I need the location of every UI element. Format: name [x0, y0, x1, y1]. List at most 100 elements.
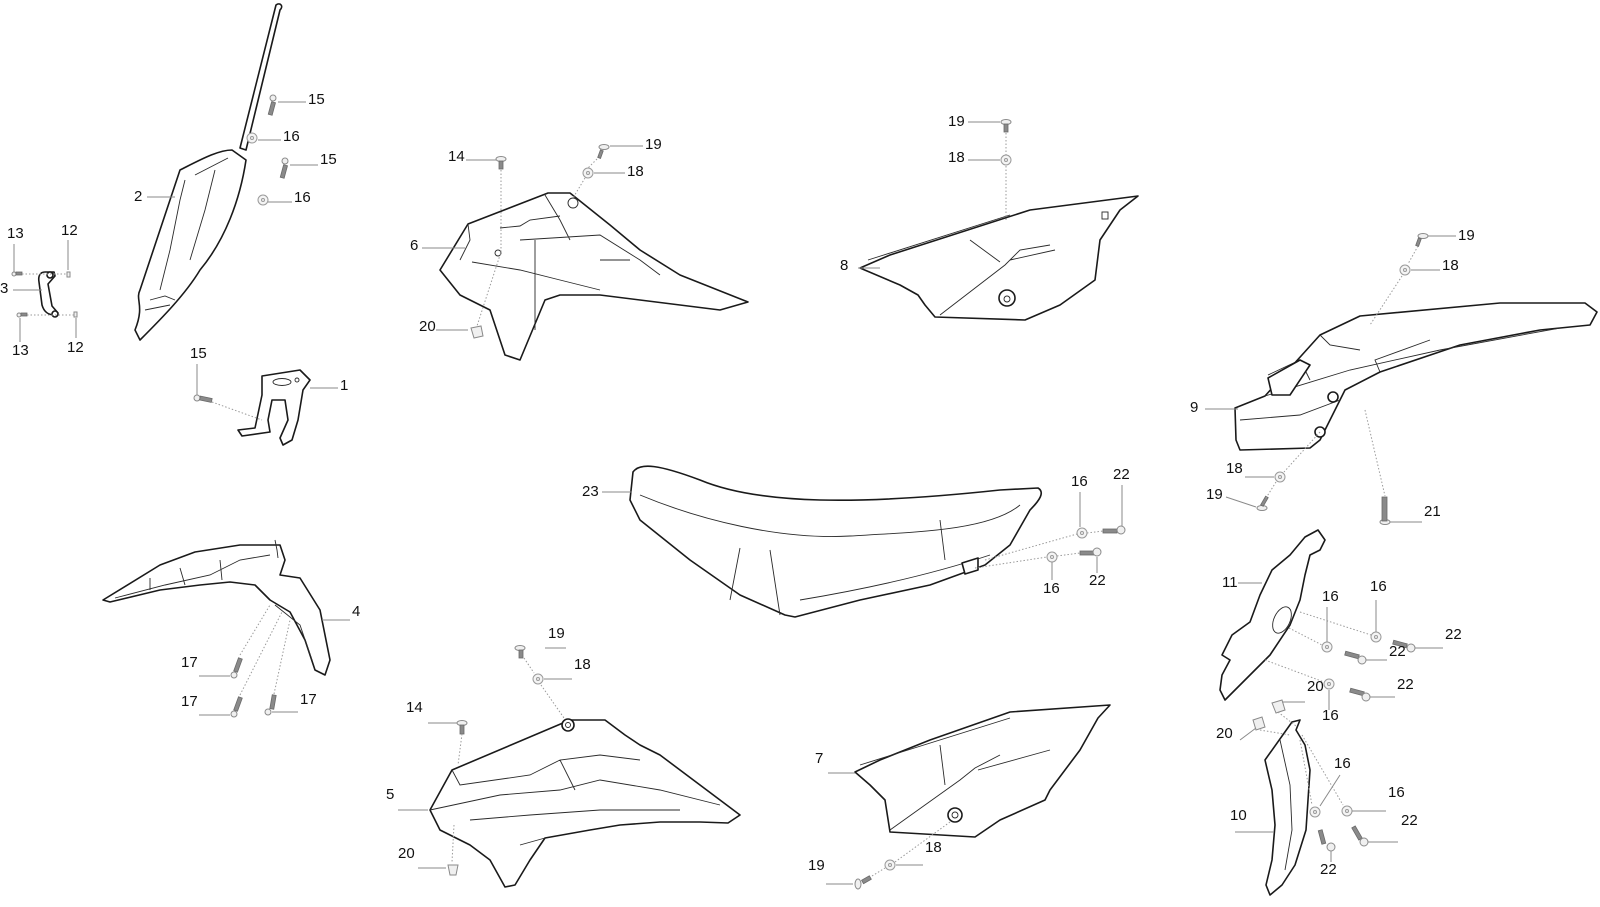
callout-label-7[interactable]: 7 [815, 750, 824, 767]
screw-17-a[interactable] [230, 657, 243, 679]
washer-16-c[interactable] [1076, 527, 1088, 539]
bolt-15-c[interactable] [193, 394, 213, 403]
callout-label-22[interactable]: 22 [1089, 572, 1106, 589]
callout-label-2[interactable]: 2 [134, 188, 143, 205]
screw-14-b[interactable] [456, 720, 468, 735]
callout-label-20[interactable]: 20 [419, 318, 436, 335]
callout-label-16[interactable]: 16 [1322, 588, 1339, 605]
callout-label-16[interactable]: 16 [294, 189, 311, 206]
washer-18-c[interactable] [1399, 264, 1411, 276]
callout-label-3[interactable]: 3 [0, 280, 9, 297]
bolt-15-b[interactable] [279, 157, 289, 179]
callout-label-8[interactable]: 8 [840, 257, 849, 274]
bolt-19-e[interactable] [514, 645, 526, 659]
nut-20-c[interactable] [1271, 699, 1286, 714]
nut-20-b[interactable] [447, 864, 459, 876]
callout-label-5[interactable]: 5 [386, 786, 395, 803]
bolt-22-e[interactable] [1349, 687, 1371, 702]
part-23-seat[interactable] [629, 465, 1042, 618]
callout-label-9[interactable]: 9 [1190, 399, 1199, 416]
callout-label-22[interactable]: 22 [1113, 466, 1130, 483]
callout-label-18[interactable]: 18 [1442, 257, 1459, 274]
washer-16-f[interactable] [1321, 641, 1333, 653]
callout-label-19[interactable]: 19 [645, 136, 662, 153]
callout-label-15[interactable]: 15 [308, 91, 325, 108]
bolt-22-g[interactable] [1351, 825, 1369, 847]
bolt-13-bottom[interactable] [16, 312, 28, 318]
washer-16-h[interactable] [1309, 806, 1321, 818]
callout-label-18[interactable]: 18 [925, 839, 942, 856]
part-11-mud-guard-upper[interactable] [1219, 529, 1326, 701]
callout-label-18[interactable]: 18 [627, 163, 644, 180]
nut-20-a[interactable] [470, 325, 484, 339]
bolt-15-a[interactable] [267, 94, 277, 116]
part-5-radiator-shroud-right[interactable] [429, 718, 741, 888]
washer-16-e[interactable] [1370, 631, 1382, 643]
callout-label-16[interactable]: 16 [1334, 755, 1351, 772]
washer-18-e[interactable] [532, 673, 544, 685]
callout-label-16[interactable]: 16 [283, 128, 300, 145]
callout-label-12[interactable]: 12 [61, 222, 78, 239]
nut-12-bottom[interactable] [73, 311, 78, 318]
bolt-22-b[interactable] [1079, 547, 1102, 557]
callout-label-21[interactable]: 21 [1424, 503, 1441, 520]
nut-12-top[interactable] [66, 271, 71, 278]
callout-label-19[interactable]: 19 [1458, 227, 1475, 244]
callout-label-19[interactable]: 19 [548, 625, 565, 642]
callout-label-13[interactable]: 13 [12, 342, 29, 359]
callout-label-6[interactable]: 6 [410, 237, 419, 254]
callout-label-4[interactable]: 4 [352, 603, 361, 620]
callout-label-13[interactable]: 13 [7, 225, 24, 242]
nut-20-d[interactable] [1252, 716, 1266, 731]
bolt-19-b[interactable] [1000, 119, 1012, 133]
callout-label-20[interactable]: 20 [1307, 678, 1324, 695]
washer-18-a[interactable] [582, 167, 594, 179]
callout-label-14[interactable]: 14 [448, 148, 465, 165]
callout-label-19[interactable]: 19 [1206, 486, 1223, 503]
callout-label-20[interactable]: 20 [1216, 725, 1233, 742]
part-6-radiator-shroud-left[interactable] [439, 192, 749, 361]
bolt-22-f[interactable] [1317, 829, 1336, 852]
bolt-22-d[interactable] [1344, 650, 1367, 665]
callout-label-23[interactable]: 23 [582, 483, 599, 500]
washer-16-g[interactable] [1323, 678, 1335, 690]
callout-label-1[interactable]: 1 [340, 377, 349, 394]
bolt-19-c[interactable] [1415, 233, 1429, 247]
callout-label-18[interactable]: 18 [574, 656, 591, 673]
callout-label-16[interactable]: 16 [1322, 707, 1339, 724]
part-8-side-cover-left[interactable] [859, 195, 1139, 321]
bolt-21[interactable] [1379, 496, 1391, 525]
washer-18-d[interactable] [1274, 471, 1286, 483]
part-3-clamp[interactable] [37, 271, 59, 318]
screw-17-c[interactable] [264, 694, 277, 716]
callout-label-16[interactable]: 16 [1071, 473, 1088, 490]
callout-label-22[interactable]: 22 [1389, 643, 1406, 660]
callout-label-10[interactable]: 10 [1230, 807, 1247, 824]
part-10-mud-guard-lower[interactable] [1264, 719, 1311, 896]
screw-17-b[interactable] [230, 696, 243, 718]
callout-label-15[interactable]: 15 [320, 151, 337, 168]
bolt-22-a[interactable] [1102, 525, 1126, 535]
washer-16-d[interactable] [1046, 551, 1058, 563]
bolt-19-d[interactable] [1256, 495, 1269, 511]
callout-label-11[interactable]: 11 [1222, 574, 1238, 591]
part-4-front-fender[interactable] [102, 539, 331, 676]
callout-label-17[interactable]: 17 [300, 691, 317, 708]
part-1-bracket[interactable] [237, 369, 311, 446]
callout-label-19[interactable]: 19 [808, 857, 825, 874]
bolt-13-top[interactable] [11, 271, 23, 277]
callout-label-22[interactable]: 22 [1320, 861, 1337, 878]
callout-label-12[interactable]: 12 [67, 339, 84, 356]
callout-label-15[interactable]: 15 [190, 345, 207, 362]
screw-14-a[interactable] [495, 156, 507, 170]
callout-label-20[interactable]: 20 [398, 845, 415, 862]
callout-label-19[interactable]: 19 [948, 113, 965, 130]
callout-label-17[interactable]: 17 [181, 693, 198, 710]
washer-18-f[interactable] [884, 859, 896, 871]
part-2-front-cover[interactable] [134, 3, 283, 341]
callout-label-22[interactable]: 22 [1445, 626, 1462, 643]
callout-label-14[interactable]: 14 [406, 699, 423, 716]
callout-label-18[interactable]: 18 [948, 149, 965, 166]
callout-label-18[interactable]: 18 [1226, 460, 1243, 477]
callout-label-22[interactable]: 22 [1397, 676, 1414, 693]
